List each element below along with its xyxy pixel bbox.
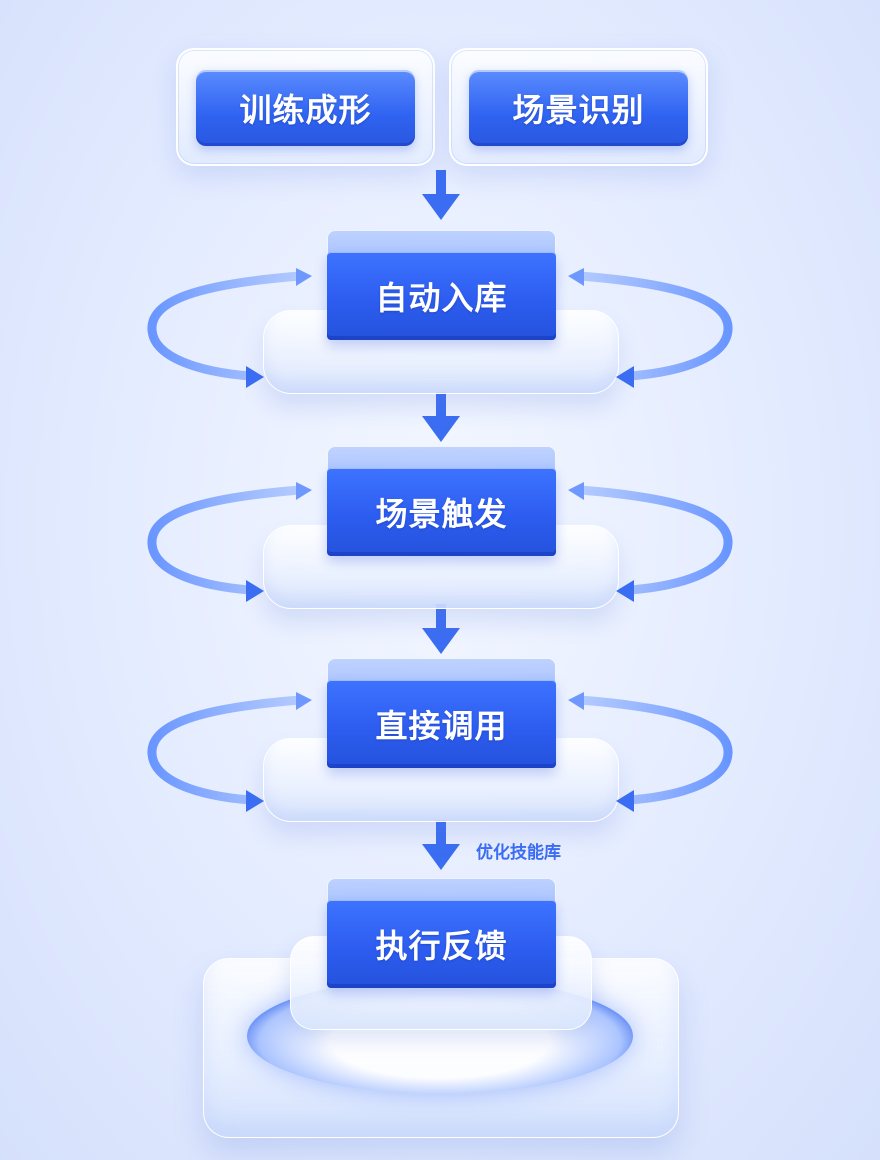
edge-label-optimize: 优化技能库 — [476, 843, 561, 863]
top-card-scene-recognition: 场景识别 — [449, 48, 708, 166]
step-label-4[interactable]: 执行反馈 — [327, 900, 556, 988]
node-training[interactable]: 训练成形 — [196, 70, 415, 146]
step-label-1[interactable]: 自动入库 — [327, 252, 556, 340]
step-label-3[interactable]: 直接调用 — [327, 680, 556, 768]
step-block-2: 场景触发 — [327, 446, 556, 556]
arrow-down-2-icon — [422, 392, 460, 442]
top-card-training: 训练成形 — [176, 48, 435, 166]
arrow-down-1-icon — [422, 170, 460, 220]
node-scene-recognition[interactable]: 场景识别 — [469, 70, 688, 146]
arrow-down-3-icon — [422, 604, 460, 654]
step-block-3: 直接调用 — [327, 658, 556, 768]
step-block-4: 执行反馈 — [327, 878, 556, 988]
step-block-1: 自动入库 — [327, 230, 556, 340]
arrow-down-4-icon — [422, 820, 460, 870]
step-label-2[interactable]: 场景触发 — [327, 468, 556, 556]
